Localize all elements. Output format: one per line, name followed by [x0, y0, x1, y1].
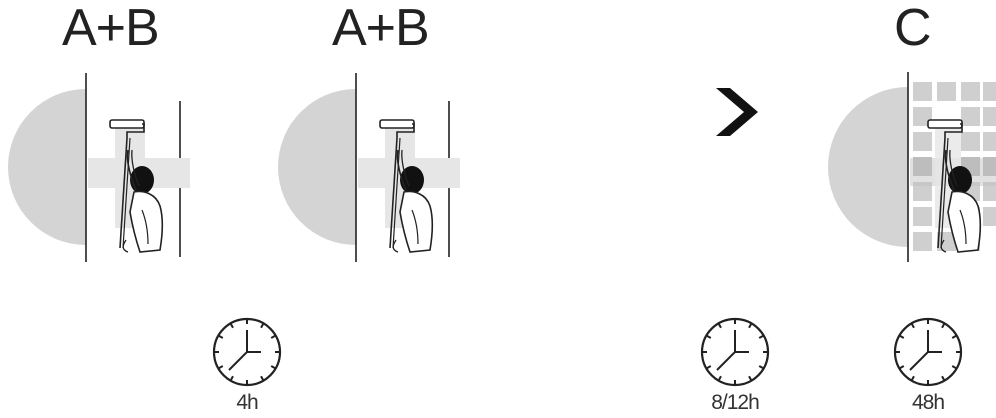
timer-label: 48h	[883, 392, 973, 413]
panel-step-1	[8, 73, 190, 262]
timer-label: 4h	[202, 392, 292, 413]
chevron-right-icon	[716, 88, 758, 136]
clock-icon	[895, 319, 961, 385]
step-label: A+B	[62, 2, 159, 54]
clock-icon	[702, 319, 768, 385]
timer-label: 8/12h	[690, 392, 780, 413]
clock-icon	[214, 319, 280, 385]
step-label: A+B	[332, 2, 429, 54]
step-label: C	[894, 2, 931, 54]
panel-step-2	[278, 73, 460, 262]
panel-step-3	[828, 72, 996, 262]
